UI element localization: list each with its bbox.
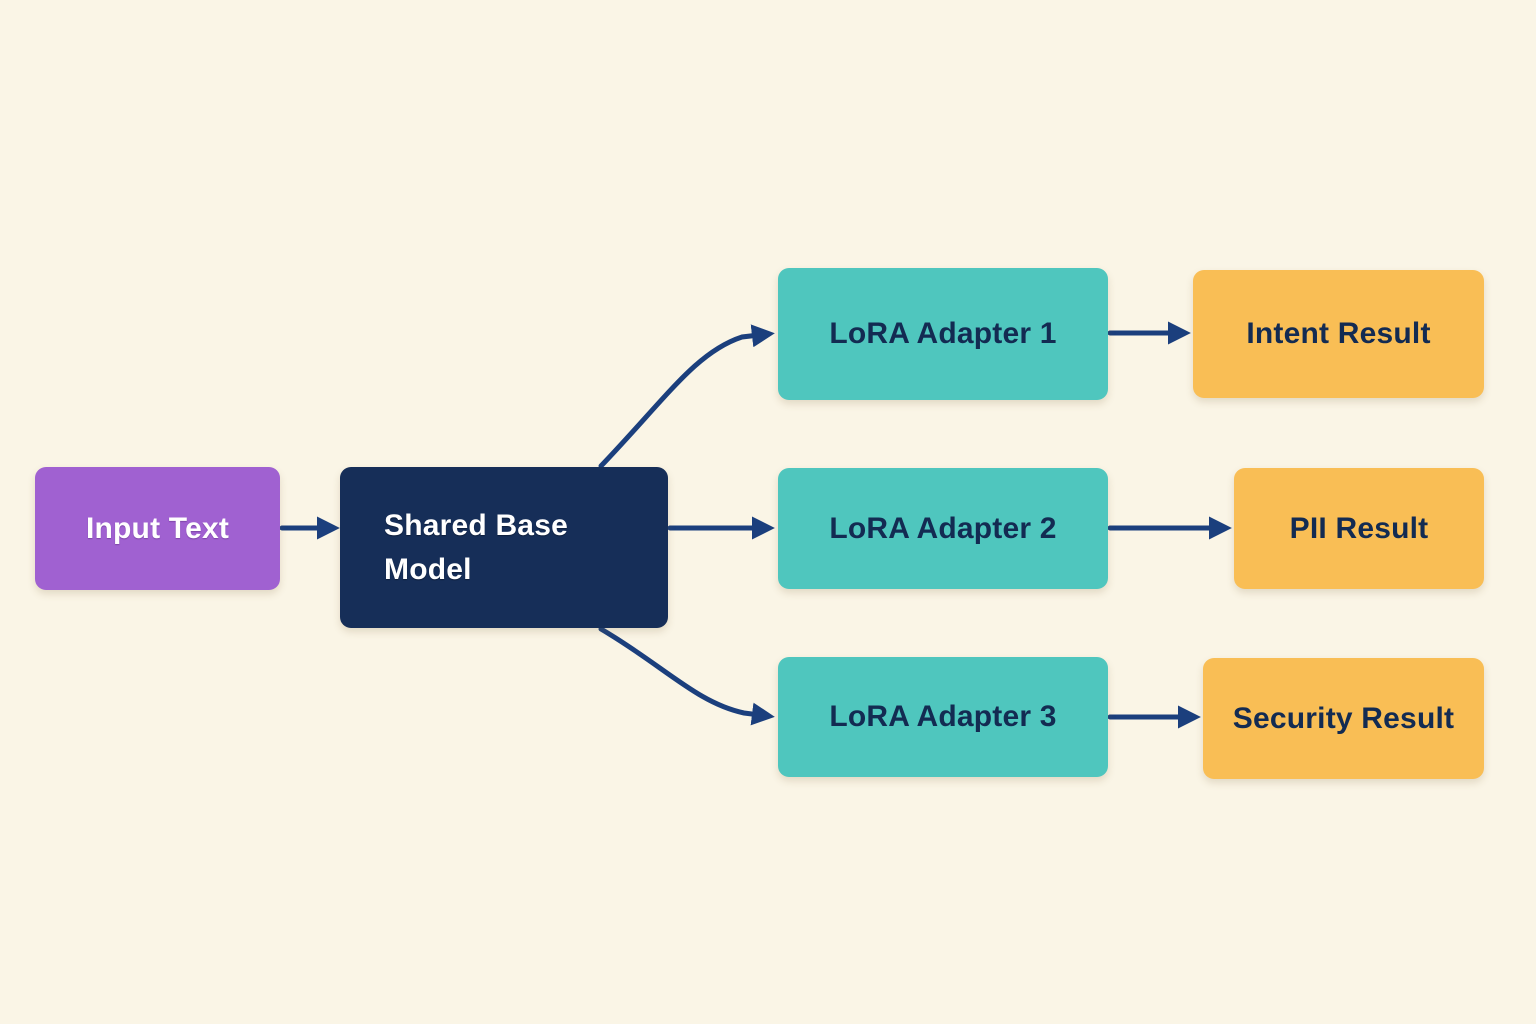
node-lora-adapter-1-label: LoRA Adapter 1 xyxy=(829,317,1057,350)
node-lora-adapter-2: LoRA Adapter 2 xyxy=(778,468,1108,589)
arrow-base-to-adapter-3 xyxy=(598,626,775,726)
node-pii-result: PII Result xyxy=(1234,468,1484,589)
node-lora-adapter-2-label: LoRA Adapter 2 xyxy=(829,511,1057,545)
arrow-base-to-adapter-1 xyxy=(598,324,775,469)
node-input-text-label: Input Text xyxy=(85,511,230,545)
node-intent-result: Intent Result xyxy=(1193,270,1484,398)
node-security-result-label: Security Result xyxy=(1232,701,1455,735)
node-shared-base-model: Shared Base Model xyxy=(340,467,668,628)
node-intent-result-label: Intent Result xyxy=(1246,317,1431,350)
node-shared-base-model-label: Shared Base Model xyxy=(384,508,568,586)
node-lora-adapter-1: LoRA Adapter 1 xyxy=(778,268,1108,400)
node-lora-adapter-3-label: LoRA Adapter 3 xyxy=(829,700,1057,733)
node-pii-result-label: PII Result xyxy=(1289,511,1429,545)
node-security-result: Security Result xyxy=(1203,658,1484,779)
node-input-text: Input Text xyxy=(35,467,280,590)
node-lora-adapter-3: LoRA Adapter 3 xyxy=(778,657,1108,777)
